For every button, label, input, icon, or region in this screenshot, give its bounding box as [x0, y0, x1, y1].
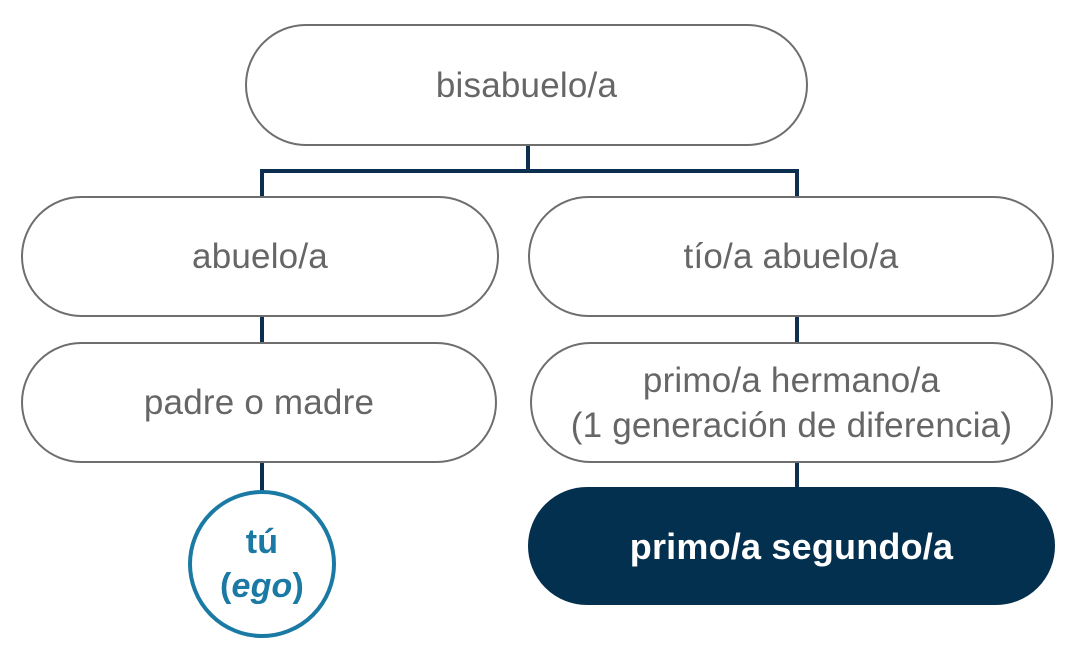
node-parent: padre o madre — [21, 342, 497, 463]
ego-close-paren: ) — [292, 567, 305, 605]
node-self-line2: (ego) — [220, 564, 304, 608]
node-great-uncle-aunt: tío/a abuelo/a — [528, 196, 1054, 317]
node-self-line1: tú — [245, 523, 279, 561]
node-grandparent: abuelo/a — [21, 196, 499, 317]
node-second-cousin-label: primo/a segundo/a — [629, 525, 954, 567]
node-first-cousin-line1: primo/a hermano/a — [642, 360, 941, 400]
node-parent-label: padre o madre — [143, 383, 375, 422]
node-great-grandparent: bisabuelo/a — [245, 24, 808, 146]
ego-word: ego — [231, 567, 293, 605]
ego-open-paren: ( — [219, 567, 232, 605]
node-first-cousin-line2: (1 generación de diferencia) — [570, 405, 1013, 445]
node-first-cousin-once-removed: primo/a hermano/a (1 generación de difer… — [530, 342, 1053, 463]
node-second-cousin-highlight: primo/a segundo/a — [528, 487, 1055, 605]
node-great-uncle-aunt-label: tío/a abuelo/a — [683, 237, 899, 276]
node-self-ego: tú (ego) — [188, 490, 336, 638]
node-great-grandparent-label: bisabuelo/a — [435, 65, 618, 105]
node-grandparent-label: abuelo/a — [192, 237, 328, 276]
